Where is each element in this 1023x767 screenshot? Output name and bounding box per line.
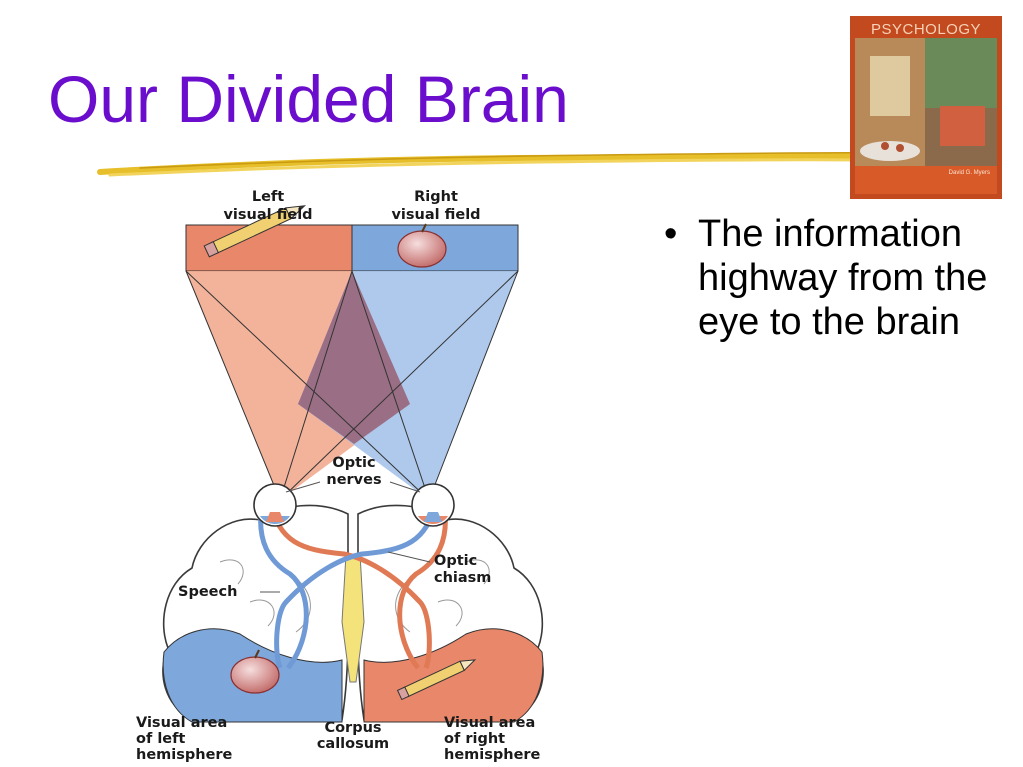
optic-chiasm-label-line1: Optic [434, 553, 477, 569]
right-eye-icon [411, 483, 455, 527]
title-underline [97, 152, 881, 177]
right-visual-field-label-line2: visual field [391, 207, 480, 223]
pencil-image-right-hemisphere [396, 659, 477, 701]
left-optic-tract-red [267, 501, 432, 669]
slide-title: Our Divided Brain [48, 62, 569, 136]
right-optic-tract-blue [274, 501, 439, 669]
optic-nerves-label-line1: Optic [332, 455, 375, 471]
bullet-dot: • [664, 213, 678, 255]
apple-icon [397, 223, 447, 268]
book-cover-title: PSYCHOLOGY [871, 21, 981, 38]
right-visual-area-label-line2: of right [444, 731, 505, 747]
apple-image-left-hemisphere [230, 649, 280, 694]
right-visual-area-label-line1: Visual area [444, 715, 535, 731]
corpus-callosum-label-line1: Corpus [324, 720, 381, 736]
right-visual-field-label-line1: Right [414, 189, 458, 205]
bullet-item: • The information highway from the eye t… [664, 212, 1016, 344]
corpus-callosum-label-line2: callosum [317, 736, 389, 752]
book-cover-author: David G. Myers [949, 170, 990, 176]
speech-label: Speech [178, 584, 237, 600]
optic-chiasm-label-line2: chiasm [434, 570, 491, 586]
left-eye-icon [253, 483, 297, 527]
book-cover: PSYCHOLOGY David G. Myers [850, 16, 1002, 199]
left-visual-area-label-line1: Visual area [136, 715, 227, 731]
left-visual-area-label-line2: of left [136, 731, 185, 747]
right-visual-area-label-line3: hemisphere [444, 747, 541, 763]
right-optic-tract-red [397, 503, 448, 670]
pencil-icon [203, 205, 307, 258]
bullet-text: The information highway from the eye to … [698, 213, 988, 343]
visual-overlap [298, 271, 410, 444]
optic-nerves-label-line2: nerves [326, 472, 381, 488]
left-visual-field-label-line1: Left [252, 189, 284, 205]
left-visual-area-label-line3: hemisphere [136, 747, 233, 763]
visual-pathway-diagram: Left visual field Right visual field Opt… [136, 189, 544, 763]
left-visual-field-label-line2: visual field [223, 207, 312, 223]
